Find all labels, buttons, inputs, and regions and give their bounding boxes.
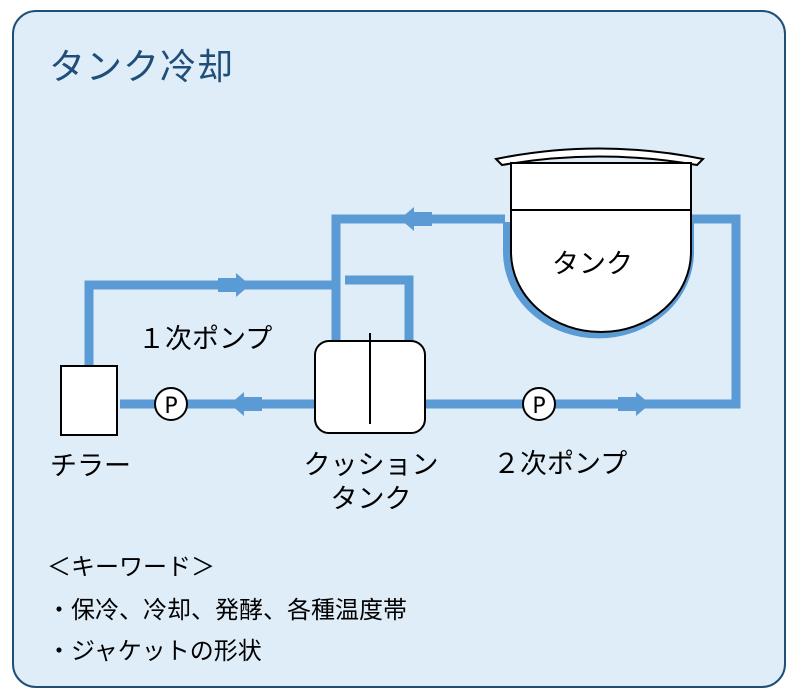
tank (493, 147, 706, 333)
pipe-chiller-to-cushion-top (84, 280, 333, 365)
flow-arrow-secondary-right (618, 392, 650, 416)
tank-upper-body (510, 162, 692, 211)
cushion-tank-label-line2: タンク (330, 484, 412, 515)
pipe-cushion-to-tank (425, 214, 741, 409)
flow-arrow-top-right (218, 273, 250, 297)
cushion-tank-label-line1: クッション (303, 450, 439, 481)
keywords-heading: ＜キーワード＞ (47, 553, 215, 581)
keyword-item-1: ・保冷、冷却、発酵、各種温度帯 (47, 596, 407, 624)
pipe-cushion-loop (345, 275, 414, 340)
flow-arrows (218, 207, 650, 416)
secondary-pump-label: ２次ポンプ (493, 449, 628, 480)
secondary-pump-letter: P (532, 394, 545, 419)
chiller-box (60, 365, 118, 436)
tank-label: タンク (552, 249, 633, 280)
cushion-tank-label: クッション タンク (290, 449, 452, 517)
primary-pump-letter: P (164, 394, 177, 419)
keyword-item-2: ・ジャケットの形状 (47, 637, 262, 665)
primary-pump-symbol (154, 387, 188, 421)
tank-vessel (510, 209, 692, 333)
pipes (84, 214, 741, 409)
chiller-label: チラー (50, 451, 131, 482)
diagram-title: タンク冷却 (49, 47, 235, 88)
flow-arrow-return-left (400, 207, 432, 231)
secondary-pump-symbol (522, 387, 556, 421)
primary-pump-label: １次ポンプ (138, 324, 273, 355)
cushion-tank (314, 333, 426, 434)
pipe-tank-return (331, 214, 505, 340)
flow-arrow-bottom-left (230, 392, 262, 416)
tank-lid (493, 147, 706, 167)
